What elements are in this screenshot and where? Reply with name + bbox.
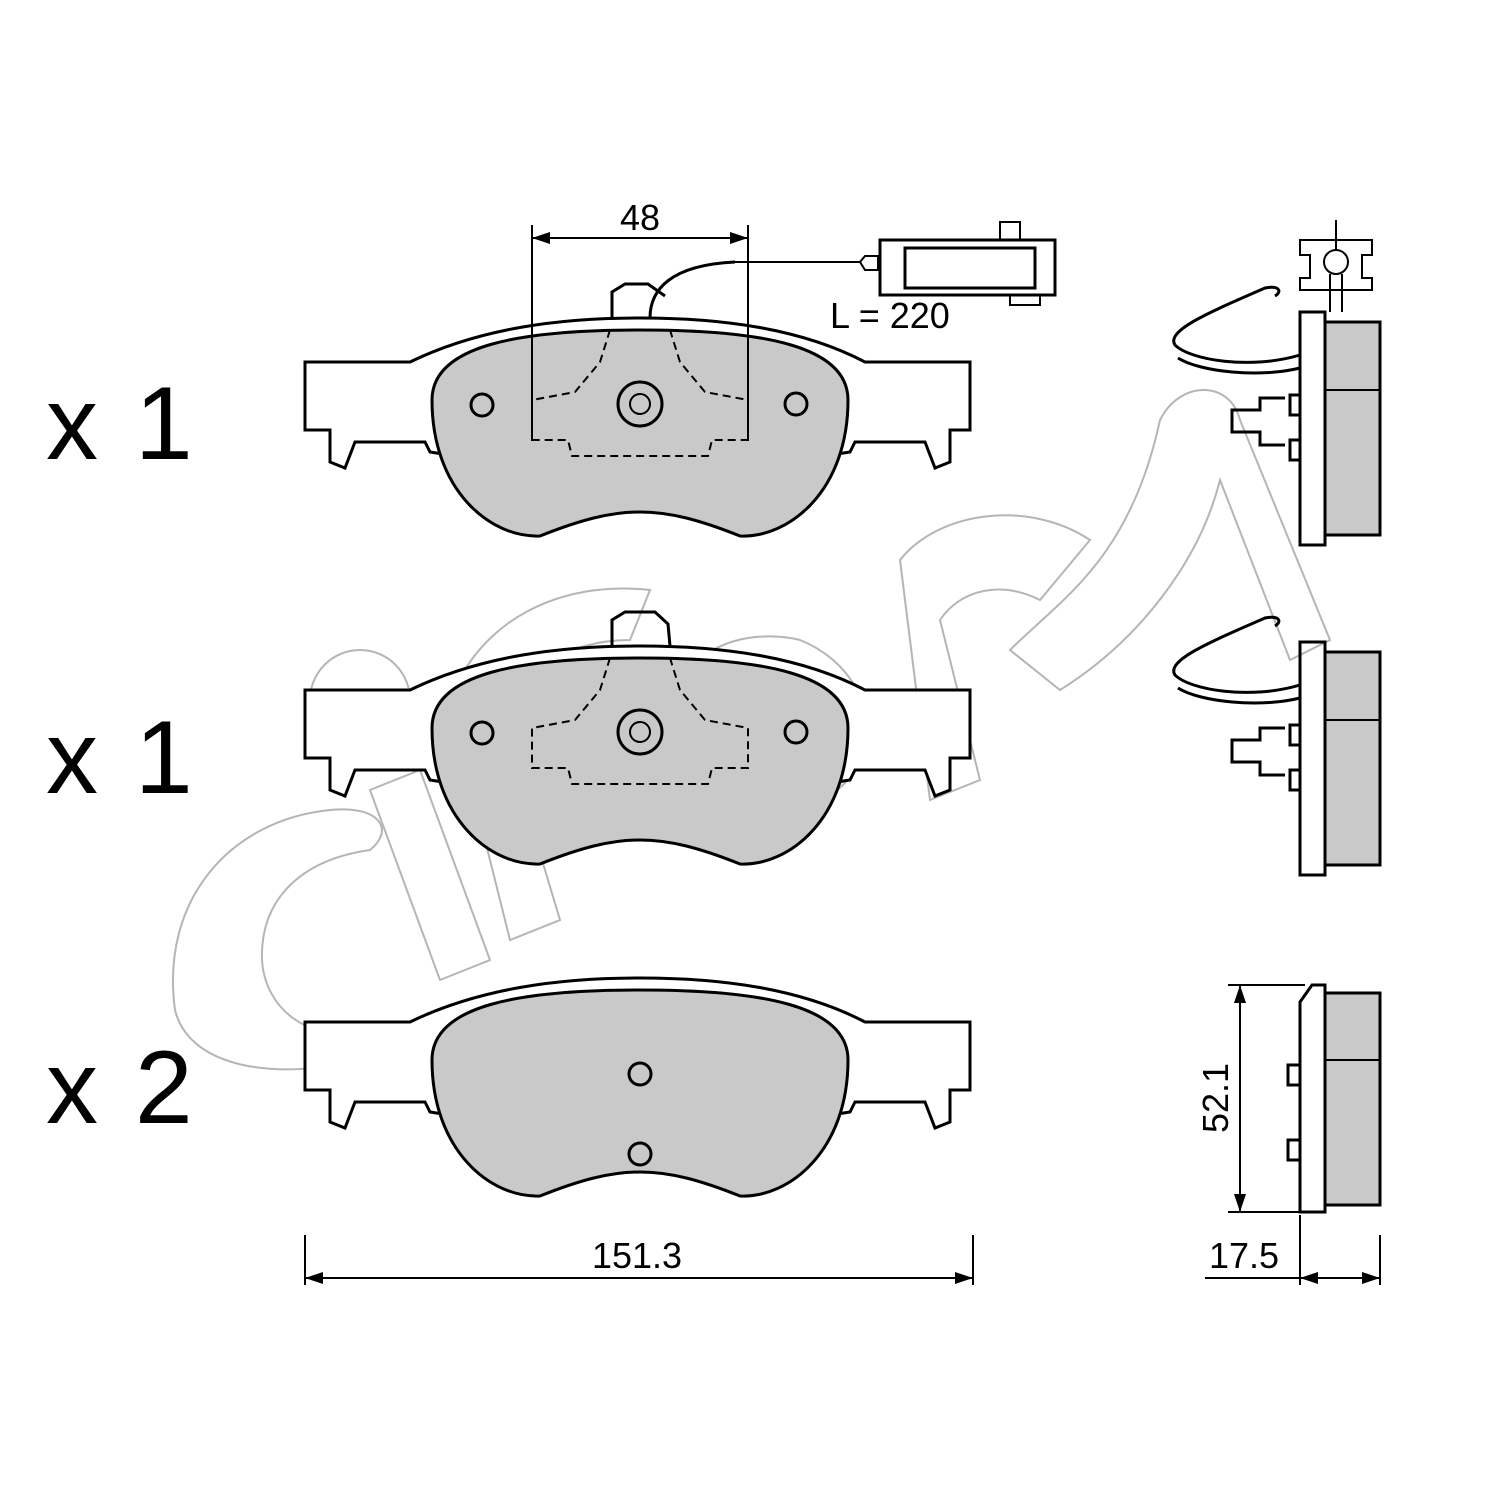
brake-pad-side-view-inner xyxy=(1172,615,1382,877)
dimension-label-52-1: 52.1 xyxy=(1195,1063,1236,1133)
dimension-label-48: 48 xyxy=(620,197,660,238)
dimension-sensor-spacing: 48 xyxy=(531,197,749,440)
brake-pad-side-view-with-sensor xyxy=(1172,220,1382,547)
brake-pad-front-view-inner xyxy=(303,610,972,866)
wire-length-label: L = 220 xyxy=(830,295,950,336)
quantity-label-pad-3: x 2 xyxy=(46,1030,197,1146)
dimension-width: 151.3 xyxy=(304,1235,974,1285)
dimension-height: 52.1 xyxy=(1195,984,1305,1213)
quantity-label-pad-2: x 1 xyxy=(46,700,197,816)
brake-pad-front-view-plain xyxy=(303,976,972,1198)
quantity-label-pad-1: x 1 xyxy=(46,366,197,482)
dimension-label-151-3: 151.3 xyxy=(592,1235,682,1276)
brake-pad-front-view-with-sensor xyxy=(303,221,1057,538)
brake-pad-side-view-plain xyxy=(1286,983,1382,1214)
dimension-label-17-5: 17.5 xyxy=(1209,1235,1279,1276)
dimension-thickness: 17.5 xyxy=(1205,1215,1381,1285)
